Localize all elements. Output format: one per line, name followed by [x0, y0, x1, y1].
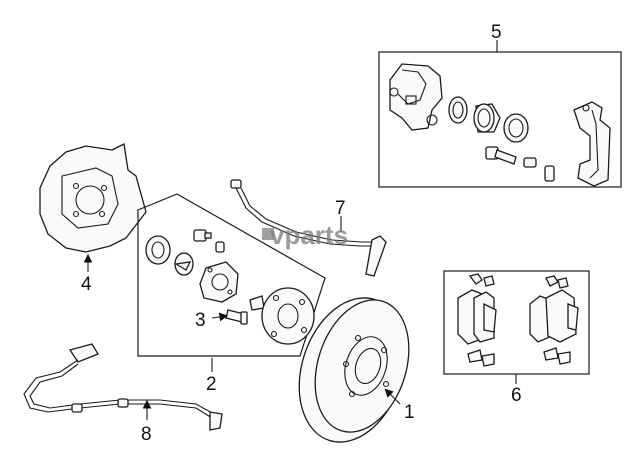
watermark-text: vparts — [270, 220, 348, 250]
caliper-body — [389, 63, 443, 131]
brake-pad-right — [529, 275, 579, 365]
hub-carrier — [199, 261, 239, 303]
grease-seal — [174, 252, 194, 276]
callout-5: 5 — [491, 22, 502, 43]
hub-nut — [215, 241, 225, 253]
callout-4: 4 — [81, 274, 92, 295]
dust-shield — [39, 143, 147, 272]
brake-rotor — [298, 297, 410, 443]
caliper-piston — [473, 103, 501, 133]
brake-pads-group — [443, 270, 590, 384]
callout-7: 7 — [335, 198, 346, 219]
hub-bolt — [193, 229, 212, 242]
callout-6: 6 — [511, 385, 522, 406]
caliper-kit-group — [378, 40, 622, 188]
callout-3: 3 — [195, 310, 206, 331]
hub-assembly-group — [137, 193, 326, 372]
caliper-kit-frame — [378, 51, 622, 188]
brake-hose — [230, 179, 387, 277]
axle-hub-flange — [249, 287, 315, 345]
wheel-bearing — [145, 235, 171, 265]
brake-pad-left — [457, 273, 497, 367]
callout-1: 1 — [404, 402, 415, 423]
piston-seal — [448, 96, 468, 124]
abs-sensor — [23, 343, 223, 431]
dust-boot — [503, 113, 529, 143]
callout-2: 2 — [206, 374, 217, 395]
guide-pin-bolt — [485, 146, 517, 165]
watermark: vparts — [262, 220, 348, 250]
callout-8: 8 — [141, 424, 152, 445]
wheel-stud — [225, 309, 248, 325]
bleeder-screw — [523, 157, 555, 182]
caliper-bracket — [573, 101, 611, 187]
